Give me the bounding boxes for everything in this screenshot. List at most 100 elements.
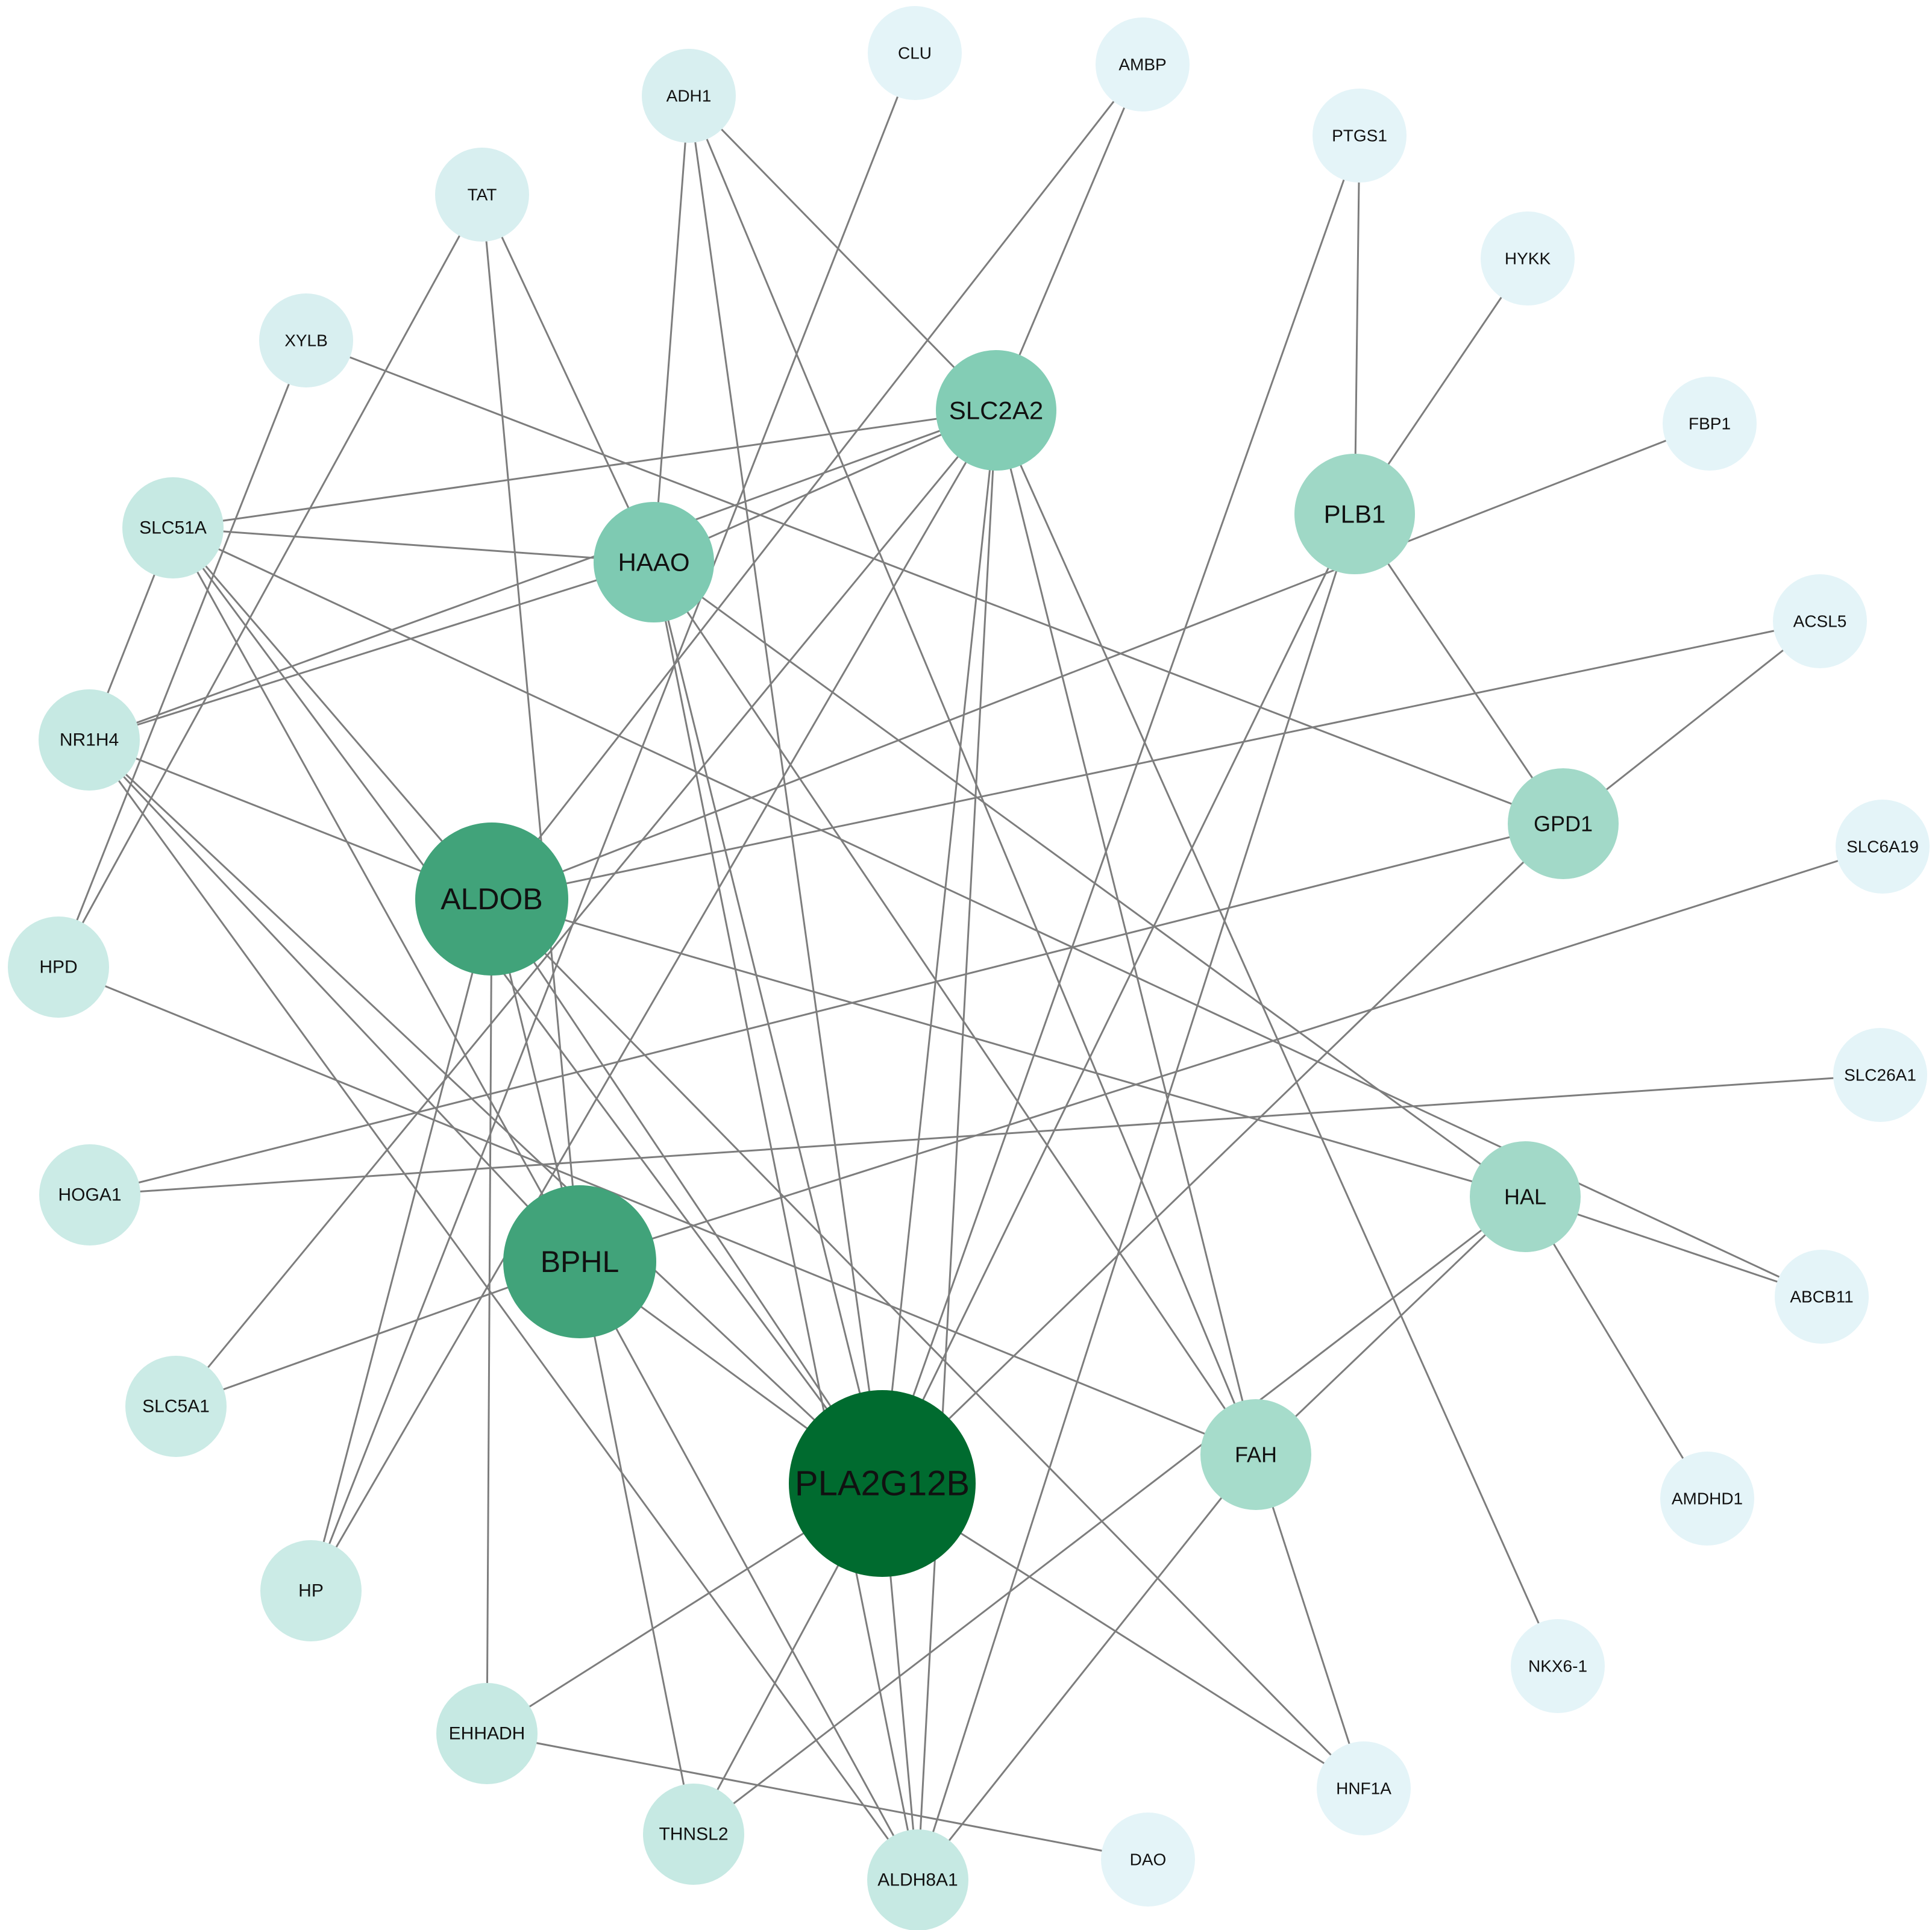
node-hykk[interactable]: HYKK [1481, 211, 1575, 305]
node-pla2g12b[interactable]: PLA2G12B [789, 1390, 976, 1577]
edge-slc2a2-slc51a [172, 409, 997, 529]
node-thnsl2[interactable]: THNSL2 [643, 1784, 744, 1885]
edge-fah-aldh8a1 [917, 1454, 1257, 1881]
node-plb1[interactable]: PLB1 [1294, 454, 1415, 574]
node-label: THNSL2 [659, 1825, 728, 1844]
edge-nr1h4-bphl [88, 739, 581, 1263]
node-aldh8a1[interactable]: ALDH8A1 [867, 1829, 968, 1930]
edge-plb1-gpd1 [1353, 513, 1564, 824]
edge-slc2a2-nkx6-1 [995, 410, 1559, 1667]
node-fah[interactable]: FAH [1200, 1399, 1311, 1510]
edge-hal-amdhd1 [1524, 1196, 1708, 1499]
node-circle [642, 49, 736, 143]
node-slc26a1[interactable]: SLC26A1 [1833, 1028, 1927, 1122]
node-nkx6-1[interactable]: NKX6-1 [1511, 1619, 1605, 1713]
node-nr1h4[interactable]: NR1H4 [39, 689, 140, 791]
edge-hal-thnsl2 [693, 1195, 1526, 1835]
node-label: HAL [1504, 1185, 1546, 1209]
edge-slc2a2-haao [653, 409, 997, 563]
node-circle [125, 1356, 227, 1457]
node-slc2a2[interactable]: SLC2A2 [936, 350, 1056, 471]
node-circle [643, 1784, 744, 1885]
node-circle [1663, 377, 1757, 471]
edge-tat-bphl [481, 194, 581, 1262]
node-haao[interactable]: HAAO [594, 502, 714, 622]
node-circle [1096, 17, 1190, 111]
edge-clu-hp [310, 52, 916, 1591]
node-circle [122, 477, 224, 578]
edge-adh1-pla2g12b [688, 95, 883, 1484]
node-xylb[interactable]: XYLB [259, 293, 353, 387]
edge-gpd1-hoga1 [89, 822, 1564, 1196]
edge-slc2a2-nr1h4 [89, 409, 997, 741]
edge-slc2a2-hp [310, 410, 997, 1591]
node-label: GPD1 [1534, 812, 1593, 836]
node-tat[interactable]: TAT [435, 148, 529, 242]
edge-aldob-ehhadh [486, 898, 493, 1734]
node-label: AMBP [1118, 55, 1166, 74]
edge-haao-pla2g12b [653, 562, 883, 1484]
node-label: ALDH8A1 [877, 1870, 958, 1890]
node-ptgs1[interactable]: PTGS1 [1313, 89, 1407, 183]
node-clu[interactable]: CLU [868, 6, 962, 100]
node-circle [1200, 1399, 1311, 1510]
node-hp[interactable]: HP [260, 1540, 362, 1641]
node-slc6a19[interactable]: SLC6A19 [1836, 800, 1930, 894]
edge-slc2a2-aldh8a1 [917, 410, 997, 1881]
edge-adh1-fah [688, 95, 1257, 1455]
node-label: HOGA1 [58, 1185, 121, 1205]
node-label: BPHL [541, 1245, 619, 1279]
node-label: FAH [1235, 1443, 1277, 1467]
node-label: SLC26A1 [1844, 1066, 1916, 1085]
edge-aldob-pla2g12b [491, 898, 883, 1484]
node-circle [1101, 1813, 1195, 1907]
node-slc5a1[interactable]: SLC5A1 [125, 1356, 227, 1457]
node-label: ALDOB [441, 882, 543, 916]
node-label: ADH1 [666, 87, 712, 105]
node-amdhd1[interactable]: AMDHD1 [1660, 1452, 1754, 1546]
node-dao[interactable]: DAO [1101, 1813, 1195, 1907]
node-adh1[interactable]: ADH1 [642, 49, 736, 143]
node-label: NR1H4 [60, 730, 119, 750]
edge-slc2a2-pla2g12b [881, 410, 997, 1484]
node-circle [868, 6, 962, 100]
node-circle [39, 1144, 140, 1245]
node-label: ABCB11 [1790, 1288, 1853, 1306]
node-acsl5[interactable]: ACSL5 [1773, 574, 1867, 668]
node-label: SLC2A2 [949, 396, 1043, 425]
edge-hpd-fah [58, 966, 1256, 1456]
node-circle [39, 689, 140, 791]
node-circle [789, 1390, 976, 1577]
node-circle [503, 1185, 656, 1338]
node-circle [1481, 211, 1575, 305]
node-circle [1775, 1250, 1869, 1344]
node-ambp[interactable]: AMBP [1096, 17, 1190, 111]
edge-ptgs1-pla2g12b [881, 135, 1361, 1484]
node-hnf1a[interactable]: HNF1A [1317, 1741, 1411, 1835]
node-circle [1317, 1741, 1411, 1835]
node-gpd1[interactable]: GPD1 [1508, 768, 1619, 879]
node-hpd[interactable]: HPD [8, 916, 109, 1018]
node-circle [415, 822, 568, 976]
node-fbp1[interactable]: FBP1 [1663, 377, 1757, 471]
node-circle [436, 1683, 538, 1784]
node-slc51a[interactable]: SLC51A [122, 477, 224, 578]
node-hal[interactable]: HAL [1470, 1141, 1581, 1252]
node-circle [594, 502, 714, 622]
node-hoga1[interactable]: HOGA1 [39, 1144, 140, 1245]
node-circle [1313, 89, 1407, 183]
node-label: SLC5A1 [142, 1397, 210, 1417]
edge-plb1-aldh8a1 [917, 513, 1356, 1881]
edge-tat-hpd [57, 194, 483, 968]
node-bphl[interactable]: BPHL [503, 1185, 656, 1338]
edge-slc2a2-fah [995, 410, 1257, 1455]
node-ehhadh[interactable]: EHHADH [436, 1683, 538, 1784]
node-label: AMDHD1 [1672, 1490, 1743, 1508]
node-label: XYLB [284, 331, 328, 350]
node-label: HPD [39, 957, 77, 977]
node-label: SLC6A19 [1846, 838, 1919, 856]
node-abcb11[interactable]: ABCB11 [1775, 1250, 1869, 1344]
node-label: FBP1 [1689, 415, 1731, 433]
node-aldob[interactable]: ALDOB [415, 822, 568, 976]
edge-haao-hal [653, 561, 1526, 1198]
